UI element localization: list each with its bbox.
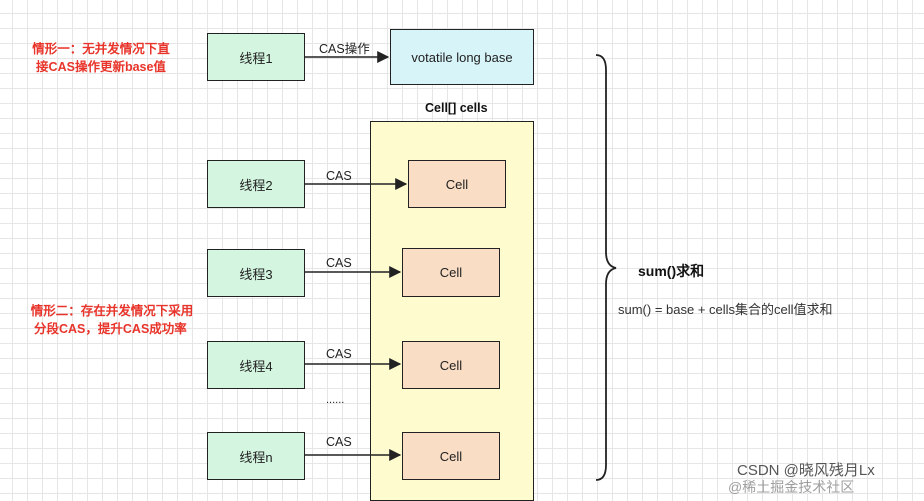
- cas-op-label: CAS操作: [319, 42, 370, 56]
- cell-label-2: Cell: [439, 265, 463, 280]
- juejin-watermark: @稀土掘金技术社区: [728, 479, 855, 495]
- base-box: votatile long base: [390, 29, 534, 85]
- thread-4-label: 线程4: [239, 358, 273, 374]
- cell-box-4: Cell: [402, 432, 500, 480]
- cas-label-3: CAS: [326, 256, 352, 270]
- cas-label-2: CAS: [326, 169, 352, 183]
- cell-label-4: Cell: [439, 448, 463, 464]
- scenario-1-line-2: 接CAS操作更新base值: [36, 60, 166, 74]
- connectors: [305, 51, 617, 481]
- cell-box-2: Cell: [402, 248, 500, 297]
- thread-2-label: 线程2: [239, 177, 273, 193]
- scenario-1-line-1: 情形一：无并发情况下直: [32, 42, 170, 56]
- cells-title: Cell[] cells: [425, 101, 488, 115]
- thread-4-box: 线程4: [207, 341, 305, 389]
- cas-label-n: CAS: [326, 435, 352, 449]
- cas-label-4: CAS: [326, 347, 352, 361]
- csdn-watermark: CSDN @晓风残月Lx: [737, 462, 875, 479]
- sum-brace: [595, 54, 617, 481]
- cell-box-3: Cell: [402, 341, 500, 389]
- scenario-2-line-2: 分段CAS，提升CAS成功率: [34, 322, 187, 336]
- scenario-2-note: 情形二：存在并发情况下采用 分段CAS，提升CAS成功率: [22, 302, 202, 338]
- sum-formula: sum() = base + cells集合的cell值求和: [618, 302, 833, 317]
- thread-1-label: 线程1: [239, 50, 273, 66]
- cell-box-1: Cell: [408, 160, 506, 208]
- scenario-1-note: 情形一：无并发情况下直 接CAS操作更新base值: [26, 40, 176, 76]
- thread-2-box: 线程2: [207, 160, 305, 208]
- cell-label-1: Cell: [445, 176, 469, 192]
- thread-1-box: 线程1: [207, 33, 305, 81]
- thread-3-label: 线程3: [239, 266, 273, 282]
- thread-n-box: 线程n: [207, 432, 305, 480]
- sum-title: sum()求和: [638, 263, 705, 279]
- scenario-2-line-1: 情形二：存在并发情况下采用: [30, 304, 194, 318]
- base-label: votatile long base: [411, 49, 513, 65]
- thread-3-box: 线程3: [207, 249, 305, 297]
- ellipsis: ......: [326, 394, 345, 406]
- cell-label-3: Cell: [439, 357, 463, 373]
- thread-n-label: 线程n: [239, 449, 273, 465]
